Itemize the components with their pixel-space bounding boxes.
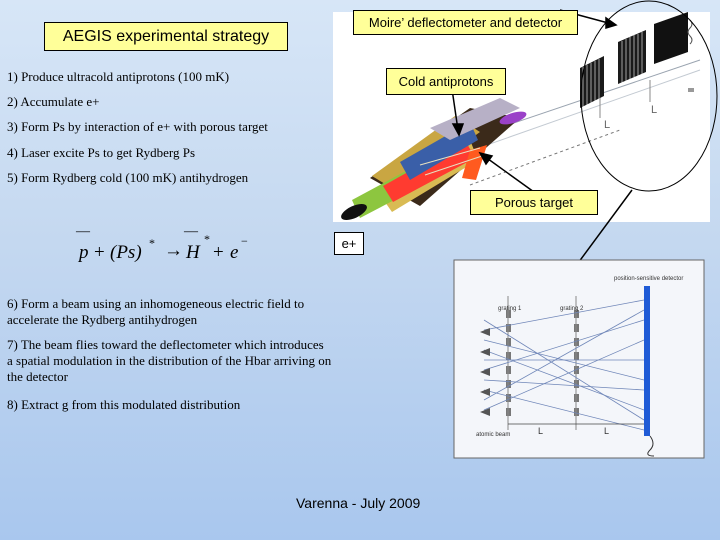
svg-text:atomic beam: atomic beam (476, 432, 510, 438)
step-5: 5) Form Rydberg cold (100 mK) antihydrog… (7, 170, 249, 185)
grating-a (580, 56, 604, 108)
step-6: 6) Form a beam using an inhomogeneous el… (7, 296, 305, 327)
title-box: AEGIS experimental strategy (44, 22, 288, 51)
eplus-label: e+ (334, 232, 364, 255)
step-1: 1) Produce ultracold antiprotons (100 mK… (7, 69, 230, 84)
trap-cylinders (341, 98, 527, 221)
step-8: 8) Extract g from this modulated distrib… (7, 397, 241, 412)
page-title: AEGIS experimental strategy (62, 27, 270, 45)
moire-schematic: L L grating 1 grating 2 position-sensiti… (453, 259, 705, 459)
step-3: 3) Form Ps by interaction of e+ with por… (7, 119, 268, 134)
cold-antiprotons-label: Cold antiprotons (386, 68, 506, 95)
svg-text:L: L (604, 119, 610, 131)
svg-text:L: L (538, 426, 543, 436)
porous-target-label: Porous target (470, 190, 598, 215)
moire-label: Moire’ deflectometer and detector (353, 10, 578, 35)
antihydrogen-equation: — p + (Ps) * → — H * + e − (76, 224, 248, 263)
step-7: 7) The beam flies toward the deflectomet… (7, 337, 332, 384)
step-2: 2) Accumulate e+ (7, 94, 100, 109)
svg-text:position-sensitive detector: position-sensitive detector (614, 276, 683, 282)
svg-text:L: L (651, 104, 657, 116)
step-4: 4) Laser excite Ps to get Rydberg Ps (7, 145, 196, 160)
footer-date: Varenna - July 2009 (296, 495, 421, 511)
detector-plate (654, 12, 693, 64)
svg-text:L: L (604, 426, 609, 436)
svg-text:grating 1: grating 1 (498, 306, 522, 312)
grating-b (618, 30, 646, 84)
svg-text:grating 2: grating 2 (560, 306, 584, 312)
